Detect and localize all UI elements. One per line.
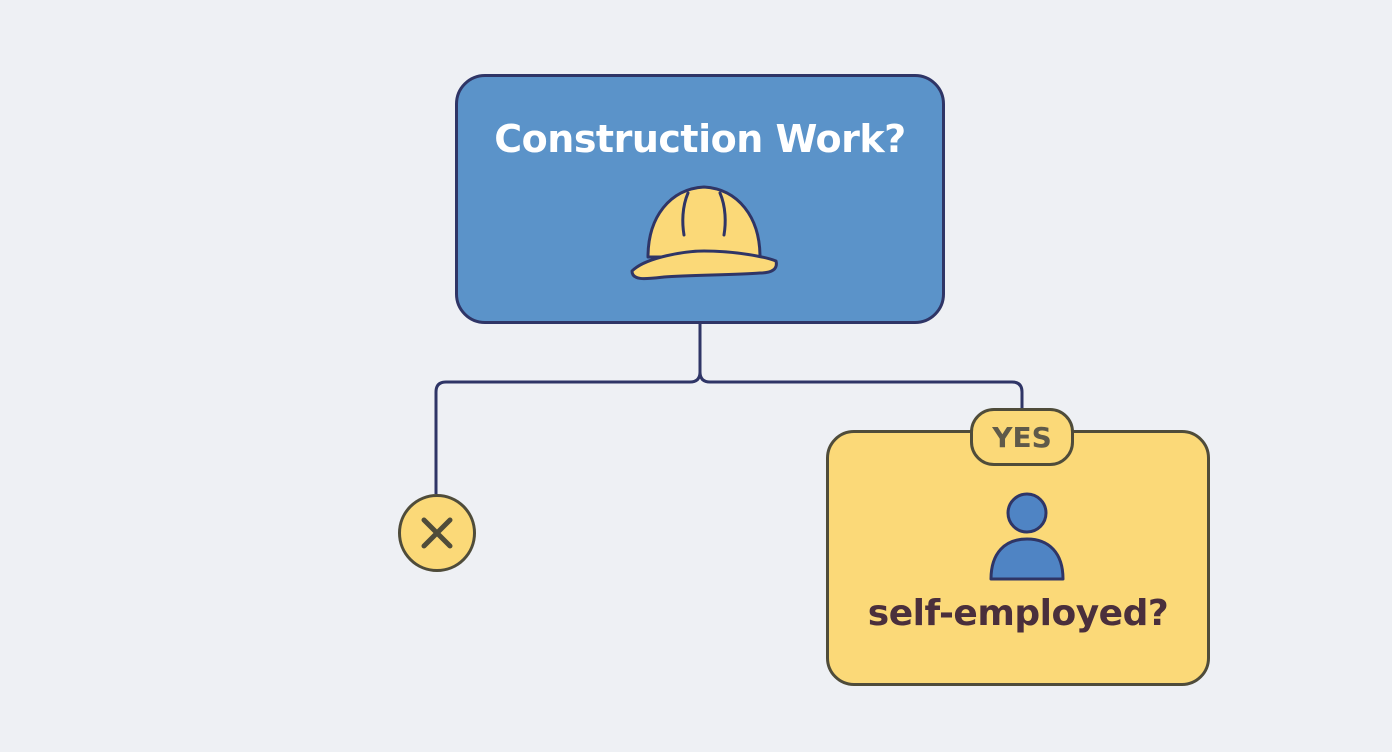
connector-root-stem (434, 324, 702, 494)
person-icon (989, 492, 1065, 581)
yes-badge: YES (970, 408, 1074, 466)
self-employed-question: self-employed? (867, 593, 1169, 634)
no-outcome-node (398, 494, 476, 572)
decision-question-title: Construction Work? (494, 117, 906, 161)
connector-yes-branch (698, 324, 1024, 410)
hard-hat-icon (630, 185, 778, 281)
close-icon (421, 517, 453, 549)
decision-node-construction-work: Construction Work? (455, 74, 945, 324)
decision-node-self-employed: self-employed? (826, 430, 1210, 686)
